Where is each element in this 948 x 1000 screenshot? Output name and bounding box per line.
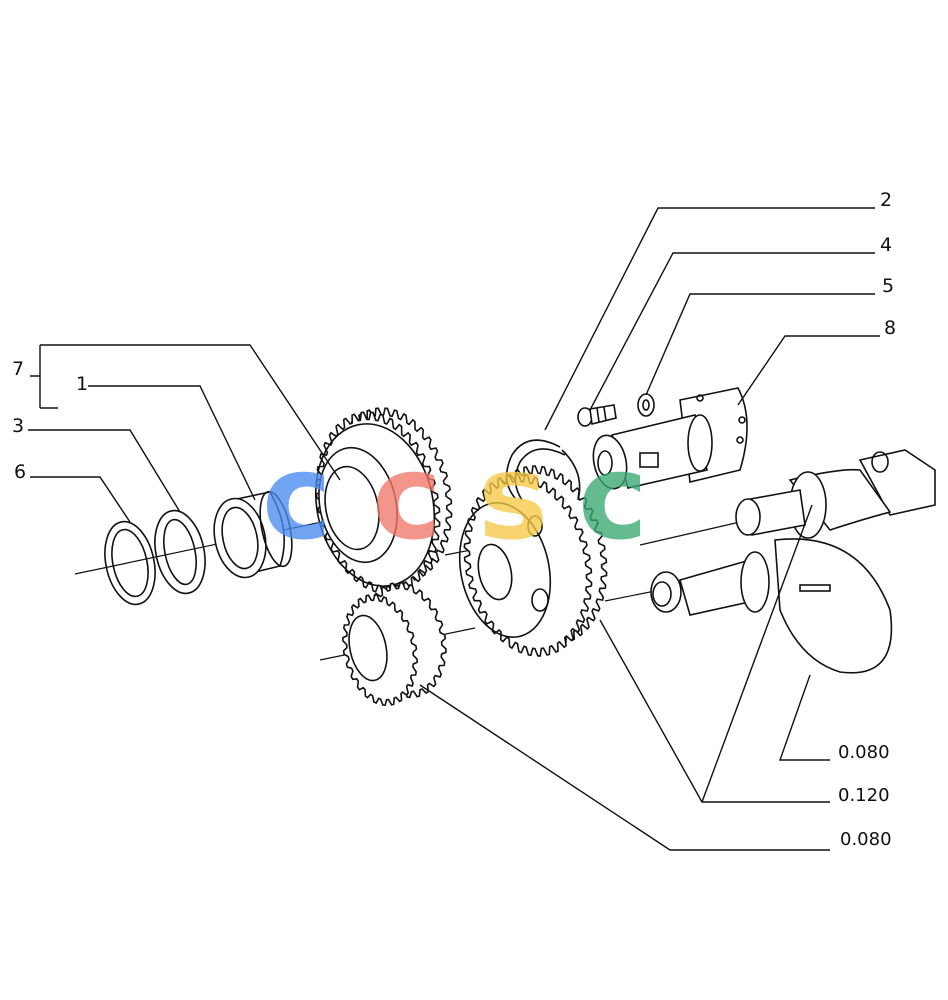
leader-lines (28, 207, 880, 851)
callout-7: 7 (12, 358, 24, 380)
watermark-letter-1: c (262, 428, 332, 566)
housing-part-8 (592, 387, 748, 490)
callout-labels: 7 1 3 6 2 4 5 8 0.080 0.120 0.080 (12, 189, 896, 850)
callout-3: 3 (12, 415, 24, 437)
watermark-letter-3: s (478, 428, 548, 566)
ring-part-6 (104, 520, 156, 606)
callout-4: 4 (880, 234, 892, 256)
callout-8: 8 (884, 317, 896, 339)
measurement-bottom: 0.080 (840, 829, 892, 850)
watermark-letter-2: c (372, 428, 442, 566)
callout-2: 2 (880, 189, 892, 211)
measurement-middle: 0.120 (838, 785, 890, 806)
callout-1: 1 (76, 373, 88, 395)
small-gear (342, 581, 447, 707)
ring-part-3 (154, 509, 206, 595)
bolt-part-4 (577, 404, 617, 427)
bushing-part-1 (213, 490, 293, 579)
callout-6: 6 (14, 461, 26, 483)
camshaft (650, 449, 936, 674)
large-gear-part-7 (314, 407, 453, 595)
washer-part-5 (637, 393, 655, 417)
measurement-top: 0.080 (838, 742, 890, 763)
watermark-logo: c c s c (262, 428, 648, 566)
medium-gear (458, 465, 608, 657)
snap-ring-part-2 (505, 439, 581, 501)
watermark-letter-4: c (578, 428, 648, 566)
callout-5: 5 (882, 275, 894, 297)
